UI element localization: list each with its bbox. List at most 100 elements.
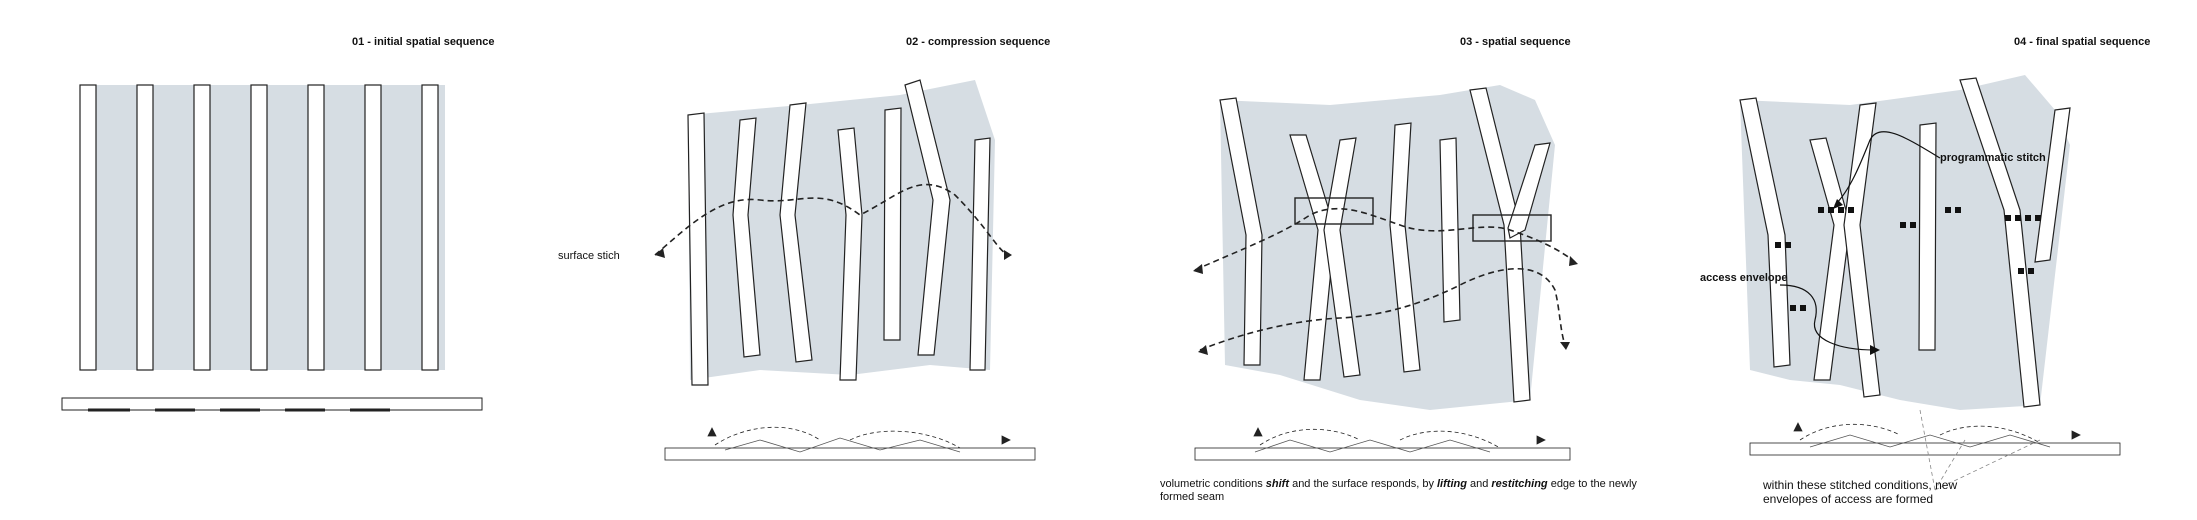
leader-line bbox=[1934, 439, 2041, 491]
stitch-mark bbox=[1900, 222, 1906, 228]
bar bbox=[1739, 97, 1791, 368]
stitch-mark bbox=[1800, 305, 1806, 311]
arrowhead bbox=[1833, 199, 1843, 209]
stitch-mark bbox=[1838, 207, 1844, 213]
stitch-mark bbox=[2035, 215, 2041, 221]
caption-text: and bbox=[1466, 478, 1492, 490]
caption-emphasis-lifting: lifting bbox=[1437, 478, 1467, 490]
bar bbox=[883, 107, 902, 341]
bar bbox=[1289, 134, 1336, 381]
bar bbox=[79, 84, 97, 371]
bar bbox=[1219, 97, 1263, 366]
panel-3-stitch-path bbox=[1199, 268, 1566, 351]
bar bbox=[687, 112, 709, 386]
bar bbox=[837, 127, 863, 381]
bar bbox=[193, 84, 211, 371]
bar bbox=[2034, 107, 2071, 263]
caption-leaders bbox=[1919, 409, 2041, 491]
section-line bbox=[724, 437, 961, 453]
arrowhead bbox=[707, 427, 717, 437]
panel-3-stitch-path bbox=[1194, 207, 1576, 271]
section-strip bbox=[664, 447, 1036, 461]
stitch-mark bbox=[1848, 207, 1854, 213]
arrowhead bbox=[1536, 435, 1546, 445]
bar bbox=[1469, 87, 1531, 403]
bar bbox=[421, 84, 439, 371]
stitch-mark bbox=[1955, 207, 1961, 213]
access-envelope-leader bbox=[1779, 284, 1876, 351]
programmatic-stitch-label: programmatic stitch bbox=[1940, 152, 2046, 164]
access-envelope-label: access envelope bbox=[1700, 272, 1788, 284]
stitch-mark bbox=[1775, 242, 1781, 248]
panel-1-drawing bbox=[61, 84, 483, 412]
section-arc bbox=[1799, 423, 2041, 444]
bar bbox=[1918, 122, 1937, 351]
stitch-mark bbox=[1818, 207, 1824, 213]
bar bbox=[364, 84, 382, 371]
section-line bbox=[1809, 434, 2051, 448]
arrowhead bbox=[1560, 342, 1570, 350]
bar bbox=[904, 79, 951, 356]
bar bbox=[136, 84, 154, 371]
panel-2-title: 02 - compression sequence bbox=[906, 36, 1051, 48]
leader-line bbox=[1934, 439, 1966, 491]
stitch-mark bbox=[1790, 305, 1796, 311]
panel-2-bars bbox=[687, 79, 991, 386]
arrowhead bbox=[1193, 264, 1203, 274]
panel-2-stitch-path bbox=[654, 183, 1011, 256]
panel-3-title: 03 - spatial sequence bbox=[1460, 36, 1571, 48]
surface-stitch-label: surface stich bbox=[558, 250, 620, 262]
bar bbox=[969, 137, 991, 371]
section-strip bbox=[1194, 447, 1571, 461]
section-line bbox=[1254, 439, 1491, 453]
stitch-mark bbox=[1785, 242, 1791, 248]
arrowhead bbox=[1569, 256, 1578, 266]
arrowhead bbox=[1004, 250, 1012, 260]
arrowhead bbox=[1198, 345, 1208, 355]
bar bbox=[1389, 122, 1421, 373]
bar bbox=[779, 102, 813, 363]
stitch-mark bbox=[2005, 215, 2011, 221]
panel-1-bars bbox=[79, 84, 439, 371]
bar bbox=[1507, 142, 1551, 239]
caption-text: volumetric conditions bbox=[1160, 478, 1266, 490]
bar bbox=[1843, 102, 1881, 398]
section-arc bbox=[1259, 428, 1501, 449]
bar bbox=[307, 84, 325, 371]
panel-2-shaded-field bbox=[688, 80, 995, 380]
arrowhead bbox=[1001, 435, 1011, 445]
stitch-mark bbox=[1828, 207, 1834, 213]
panel-3-caption: volumetric conditions shift and the surf… bbox=[1160, 478, 1650, 504]
panel-3-section bbox=[1194, 427, 1571, 461]
panel-1-section bbox=[61, 397, 483, 412]
bar bbox=[732, 117, 761, 358]
panel-4-caption: within these stitched conditions, new en… bbox=[1763, 478, 1958, 506]
caption-emphasis-shift: shift bbox=[1265, 478, 1290, 490]
arrowhead bbox=[1253, 427, 1263, 437]
panel-4-drawing bbox=[1739, 75, 2121, 491]
caption-emphasis-restitching: restitching bbox=[1491, 478, 1548, 490]
panel-2-drawing bbox=[654, 79, 1036, 461]
panel-4-title: 04 - final spatial sequence bbox=[2014, 36, 2151, 48]
stitch-mark bbox=[1910, 222, 1916, 228]
panel-4-section bbox=[1749, 422, 2121, 456]
programmatic-stitch-leader bbox=[1834, 131, 1941, 206]
arrowhead bbox=[2071, 430, 2081, 440]
stitch-mark bbox=[2028, 268, 2034, 274]
programmatic-stitch-marks bbox=[1775, 207, 2041, 311]
caption-text: and the surface responds, by bbox=[1289, 478, 1437, 490]
bar bbox=[250, 84, 268, 371]
arrowhead bbox=[1870, 345, 1880, 355]
arrowhead bbox=[655, 248, 665, 258]
section-strip bbox=[1749, 442, 2121, 456]
panel-2-section bbox=[664, 426, 1036, 461]
panel-1-title: 01 - initial spatial sequence bbox=[352, 36, 495, 48]
stitch-mark bbox=[2015, 215, 2021, 221]
bar bbox=[1959, 77, 2041, 408]
section-arc bbox=[714, 426, 961, 449]
section-strip bbox=[61, 397, 483, 411]
arrowhead bbox=[1793, 422, 1803, 432]
caption-text: edge to the newly formed seam bbox=[1160, 478, 1637, 503]
